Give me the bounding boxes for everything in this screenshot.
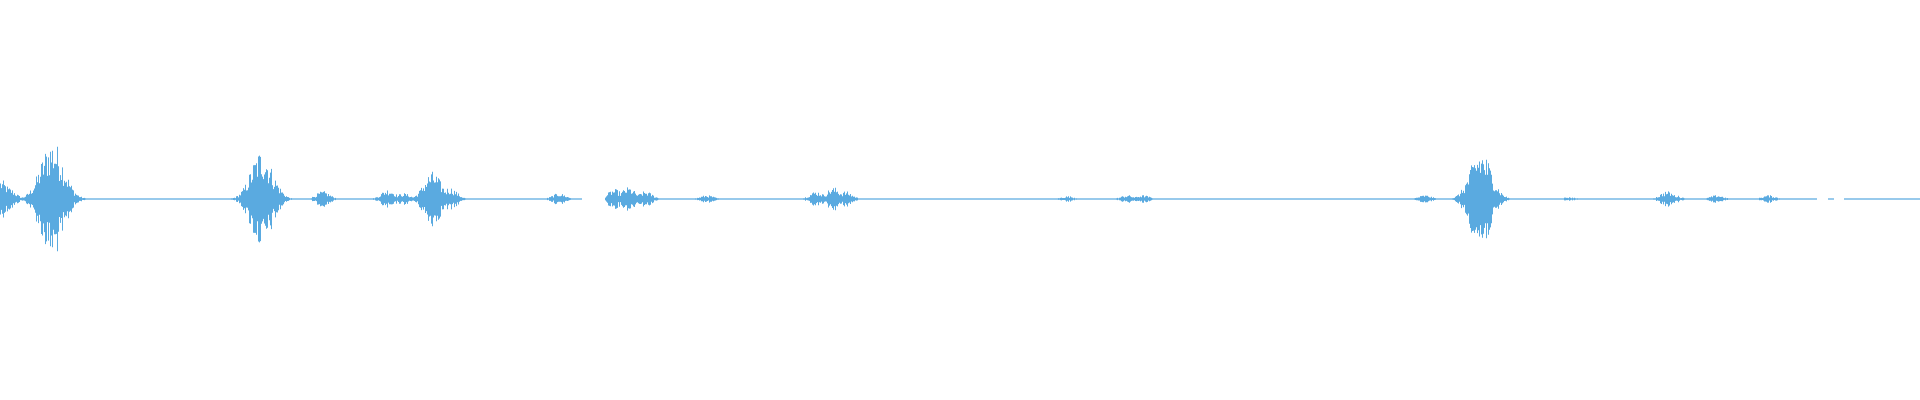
waveform-samples bbox=[0, 146, 1920, 252]
waveform-trace bbox=[0, 146, 1920, 252]
